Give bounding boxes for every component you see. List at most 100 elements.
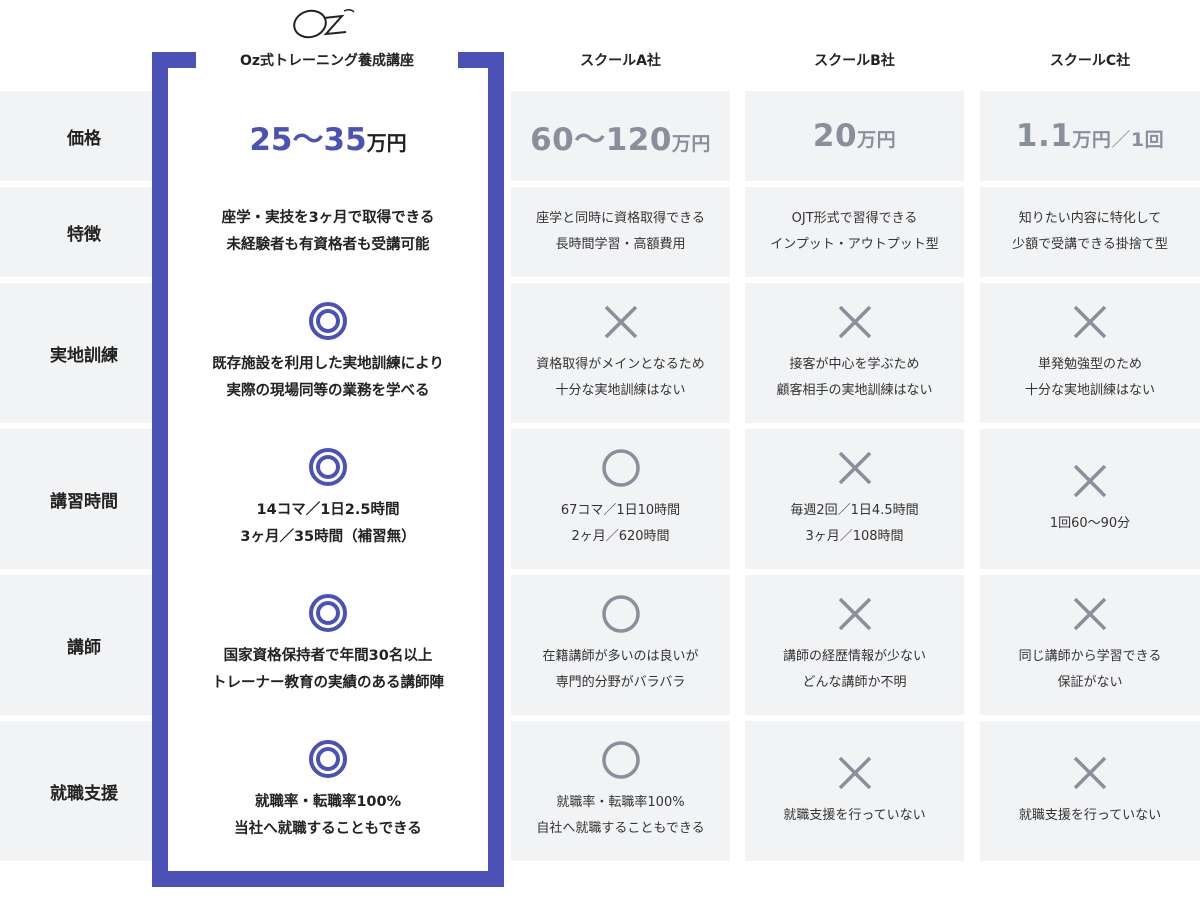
features-a-line2: 長時間学習・高額費用 bbox=[555, 237, 686, 252]
job-support-text: 就職支援を行っていない bbox=[1018, 808, 1162, 823]
training-text: 単発勉強型のため bbox=[1037, 357, 1142, 372]
hours-text: 67コマ／1日10時間 bbox=[560, 503, 681, 518]
job-support-school-b: 就職支援を行っていない bbox=[745, 721, 964, 861]
row-label-price: 価格 bbox=[0, 91, 168, 181]
instructor-text: 保証がない bbox=[1057, 675, 1123, 690]
price-a-value: 60〜120万円 bbox=[530, 121, 711, 158]
instructor-text: 国家資格保持者で年間30名以上 bbox=[223, 648, 433, 664]
instructor-school-b: 講師の経歴情報が少ないどんな講師か不明 bbox=[745, 575, 964, 715]
features-b-line2: インプット・アウトプット型 bbox=[770, 237, 939, 252]
row-label-instructor: 講師 bbox=[0, 575, 168, 715]
instructor-text: 同じ講師から学習できる bbox=[1018, 649, 1162, 664]
double-circle-icon bbox=[309, 594, 347, 632]
hours-text: 毎週2回／1日4.5時間 bbox=[790, 503, 919, 518]
cross-icon bbox=[838, 451, 871, 485]
hours-oz: 14コマ／1日2.5時間 3ヶ月／35時間（補習無） bbox=[168, 429, 488, 569]
oz-logo bbox=[293, 8, 355, 39]
cross-icon bbox=[1073, 597, 1107, 631]
features-school-c: 知りたい内容に特化して 少額で受講できる掛捨て型 bbox=[980, 187, 1200, 277]
column-header-school-c: スクールC社 bbox=[1049, 53, 1131, 69]
column-header-oz: Oz式トレーニング養成講座 bbox=[239, 53, 415, 69]
hours-text: 14コマ／1日2.5時間 bbox=[256, 502, 400, 518]
price-school-b: 20万円 bbox=[745, 91, 964, 181]
instructor-school-c: 同じ講師から学習できる保証がない bbox=[980, 575, 1200, 715]
job-support-text: 就職支援を行っていない bbox=[783, 808, 926, 823]
instructor-text: 専門的分野がバラバラ bbox=[555, 675, 686, 690]
features-c-line2: 少額で受講できる掛捨て型 bbox=[1012, 237, 1168, 252]
features-school-a: 座学と同時に資格取得できる 長時間学習・高額費用 bbox=[511, 187, 730, 277]
price-school-a: 60〜120万円 bbox=[511, 91, 730, 181]
price-oz-value: 25〜35万円 bbox=[249, 121, 407, 158]
double-circle-icon bbox=[309, 302, 347, 340]
training-text: 接客が中心を学ぶため bbox=[789, 357, 920, 372]
instructor-oz: 国家資格保持者で年間30名以上トレーナー教育の実績のある講師陣 bbox=[168, 575, 488, 715]
training-text: 実際の現場同等の業務を学べる bbox=[226, 383, 430, 399]
cross-icon bbox=[1073, 464, 1107, 498]
cross-icon bbox=[604, 305, 637, 339]
job-support-oz: 就職率・転職率100% 当社へ就職することもできる bbox=[168, 721, 488, 861]
training-school-b: 接客が中心を学ぶため顧客相手の実地訓練はない bbox=[745, 283, 964, 423]
double-circle-icon bbox=[309, 448, 347, 486]
training-oz: 既存施設を利用した実地訓練により実際の現場同等の業務を学べる bbox=[168, 283, 488, 423]
oz-header-mask bbox=[196, 40, 458, 72]
row-label-text: 講師 bbox=[67, 637, 101, 658]
training-text: 既存施設を利用した実地訓練により bbox=[212, 356, 444, 372]
row-label-text: 実地訓練 bbox=[50, 345, 118, 366]
hours-text: 2ヶ月／620時間 bbox=[571, 529, 670, 544]
features-school-b: OJT形式で習得できる インプット・アウトプット型 bbox=[745, 187, 964, 277]
hours-school-a: 67コマ／1日10時間 2ヶ月／620時間 bbox=[511, 429, 730, 569]
job-support-text: 当社へ就職することもできる bbox=[234, 821, 422, 837]
row-label-text: 特徴 bbox=[67, 224, 101, 245]
features-a-line1: 座学と同時に資格取得できる bbox=[536, 211, 705, 226]
hours-text: 1回60〜90分 bbox=[1049, 516, 1131, 531]
features-oz-line1: 座学・実技を3ヶ月で取得できる bbox=[221, 210, 435, 226]
row-label-job-support: 就職支援 bbox=[0, 721, 168, 861]
training-text: 十分な実地訓練はない bbox=[1024, 383, 1155, 398]
hours-school-b: 毎週2回／1日4.5時間 3ヶ月／108時間 bbox=[745, 429, 964, 569]
hours-text: 3ヶ月／35時間（補習無） bbox=[240, 529, 416, 545]
oz-column-highlight bbox=[152, 52, 504, 887]
column-header-school-a: スクールA社 bbox=[580, 53, 661, 69]
job-support-text: 就職率・転職率100% bbox=[556, 795, 685, 810]
row-label-training: 実地訓練 bbox=[0, 283, 168, 423]
hours-school-c: 1回60〜90分 bbox=[980, 429, 1200, 569]
row-label-text: 講習時間 bbox=[50, 491, 118, 512]
circle-icon bbox=[601, 449, 640, 487]
row-label-features: 特徴 bbox=[0, 187, 168, 277]
features-oz: 座学・実技を3ヶ月で取得できる 未経験者も有資格者も受講可能 bbox=[168, 187, 488, 277]
training-text: 資格取得がメインとなるため bbox=[536, 357, 705, 372]
cross-icon bbox=[838, 305, 871, 339]
cross-icon bbox=[1073, 756, 1107, 790]
training-school-c: 単発勉強型のため十分な実地訓練はない bbox=[980, 283, 1200, 423]
features-c-line1: 知りたい内容に特化して bbox=[1018, 211, 1162, 226]
row-label-text: 価格 bbox=[67, 128, 101, 149]
price-oz: 25〜35万円 bbox=[168, 91, 488, 181]
features-b-line1: OJT形式で習得できる bbox=[791, 211, 918, 226]
column-header-school-b: スクールB社 bbox=[814, 53, 895, 69]
row-label-hours: 講習時間 bbox=[0, 429, 168, 569]
features-oz-line2: 未経験者も有資格者も受講可能 bbox=[226, 237, 430, 253]
cross-icon bbox=[838, 597, 871, 631]
instructor-text: どんな講師か不明 bbox=[802, 675, 907, 690]
job-support-school-c: 就職支援を行っていない bbox=[980, 721, 1200, 861]
training-school-a: 資格取得がメインとなるため十分な実地訓練はない bbox=[511, 283, 730, 423]
circle-icon bbox=[601, 741, 640, 779]
instructor-school-a: 在籍講師が多いのは良いが専門的分野がバラバラ bbox=[511, 575, 730, 715]
cross-icon bbox=[838, 756, 871, 790]
price-b-value: 20万円 bbox=[812, 118, 897, 154]
hours-text: 3ヶ月／108時間 bbox=[805, 529, 904, 544]
row-label-text: 就職支援 bbox=[50, 783, 118, 804]
cross-icon bbox=[1073, 305, 1107, 339]
double-circle-icon bbox=[309, 740, 347, 778]
job-support-school-a: 就職率・転職率100% 自社へ就職することもできる bbox=[511, 721, 730, 861]
price-school-c: 1.1万円／1回 bbox=[980, 91, 1200, 181]
instructor-text: 講師の経歴情報が少ない bbox=[782, 649, 926, 664]
instructor-text: トレーナー教育の実績のある講師陣 bbox=[212, 675, 444, 691]
training-text: 顧客相手の実地訓練はない bbox=[776, 383, 933, 398]
instructor-text: 在籍講師が多いのは良いが bbox=[542, 649, 699, 664]
circle-icon bbox=[601, 595, 640, 633]
job-support-text: 自社へ就職することもできる bbox=[536, 821, 705, 836]
training-text: 十分な実地訓練はない bbox=[555, 383, 686, 398]
job-support-text: 就職率・転職率100% bbox=[254, 794, 402, 810]
price-c-value: 1.1万円／1回 bbox=[1015, 118, 1165, 154]
